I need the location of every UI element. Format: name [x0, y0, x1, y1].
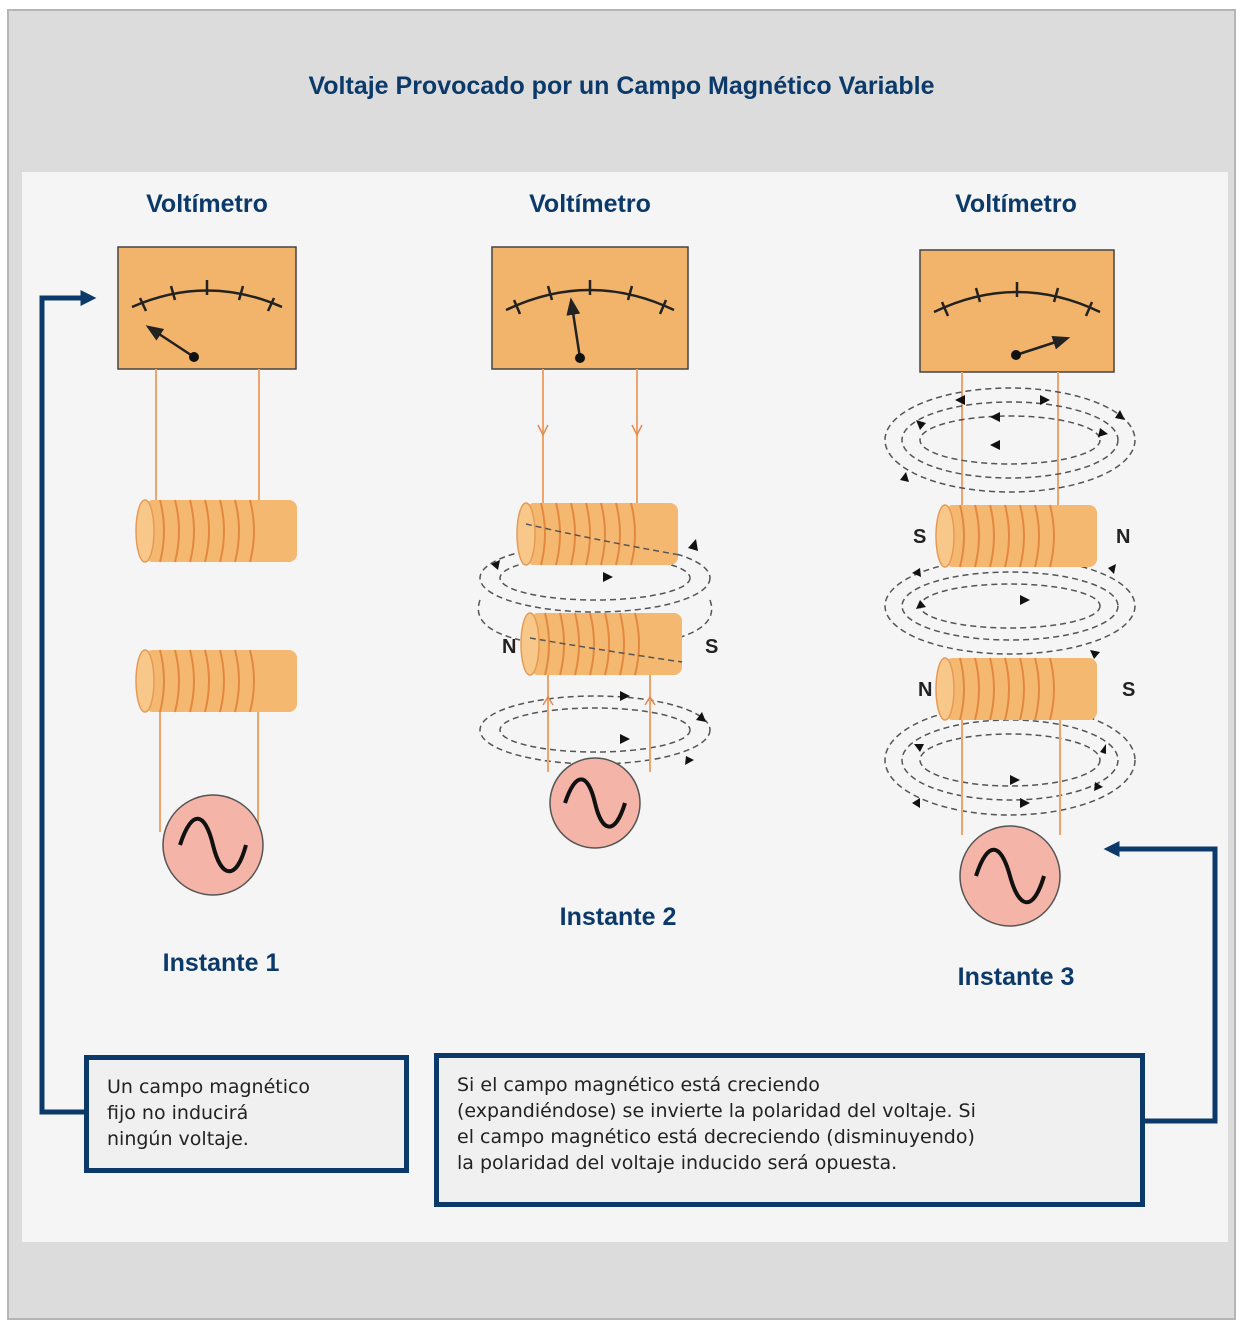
instant-label-3: Instante 3 — [957, 963, 1075, 991]
figure-title: Voltaje Provocado por un Campo Magnético… — [308, 72, 935, 100]
voltmeter-label-3: Voltímetro — [955, 190, 1077, 218]
instant-3-group: S N N S — [884, 249, 1136, 927]
coil-3-upper — [935, 504, 1097, 568]
coil-1-upper — [135, 499, 297, 563]
needle-2 — [566, 297, 582, 359]
field-lines-2 — [477, 543, 713, 765]
ac-source-1 — [162, 794, 264, 896]
voltmeter-label-1: Voltímetro — [146, 190, 268, 218]
pole-s-2: S — [705, 636, 718, 658]
note-fixed-field: Un campo magnético fijo no inducirá ning… — [84, 1055, 409, 1173]
ac-source-3 — [959, 825, 1061, 927]
pole-n-2: N — [502, 636, 516, 658]
coil-2-upper — [516, 502, 681, 566]
needle-1 — [145, 325, 195, 359]
pole-s-3-lower: S — [1122, 679, 1135, 701]
voltmeter-1 — [117, 246, 297, 370]
coil-1-lower — [135, 649, 297, 713]
ac-source-2 — [549, 757, 641, 849]
instant-2-group: N S — [477, 246, 718, 849]
instant-label-1: Instante 1 — [162, 949, 280, 977]
field-lines-3 — [884, 387, 1136, 816]
arrow-left-connector — [39, 289, 97, 1115]
note-varying-field: Si el campo magnético está creciendo (ex… — [434, 1053, 1145, 1207]
pole-s-3-upper: S — [913, 526, 926, 548]
arrow-right-connector — [1103, 840, 1218, 1124]
pole-n-3-upper: N — [1116, 526, 1130, 548]
voltmeter-2 — [491, 246, 689, 370]
instant-label-2: Instante 2 — [559, 903, 677, 931]
coil-2-lower — [520, 612, 683, 676]
voltmeter-3 — [919, 249, 1115, 373]
instant-1-group — [117, 246, 297, 896]
coil-3-lower — [935, 657, 1097, 721]
voltmeter-label-2: Voltímetro — [529, 190, 651, 218]
needle-3 — [1015, 336, 1071, 357]
pole-n-3-lower: N — [918, 679, 932, 701]
